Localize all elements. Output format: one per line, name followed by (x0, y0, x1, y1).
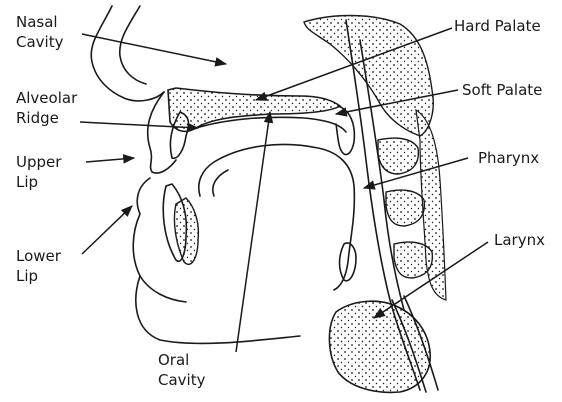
label-oral-cavity: Oral Cavity (158, 350, 205, 390)
label-nasal-cavity: Nasal Cavity (16, 12, 63, 52)
label-hard-palate: Hard Palate (454, 16, 541, 36)
arrow-lower-lip (82, 206, 132, 254)
label-soft-palate: Soft Palate (462, 80, 542, 100)
nose-profile (91, 6, 164, 101)
hard-palate-bone (168, 88, 340, 131)
arrow-upper-lip (86, 158, 134, 162)
lower-gum-tissue (174, 198, 198, 264)
label-upper-lip: Upper Lip (16, 152, 61, 192)
vertebra (386, 190, 424, 226)
tongue-base (213, 170, 228, 196)
label-alveolar-ridge: Alveolar Ridge (16, 88, 77, 128)
chin-jaw-line (136, 276, 300, 343)
tongue-outline (199, 144, 355, 290)
label-larynx: Larynx (494, 230, 545, 250)
vertebra (378, 138, 418, 174)
label-lower-lip: Lower Lip (16, 246, 61, 286)
arrow-nasal-cavity (82, 34, 226, 64)
label-pharynx: Pharynx (478, 148, 539, 168)
